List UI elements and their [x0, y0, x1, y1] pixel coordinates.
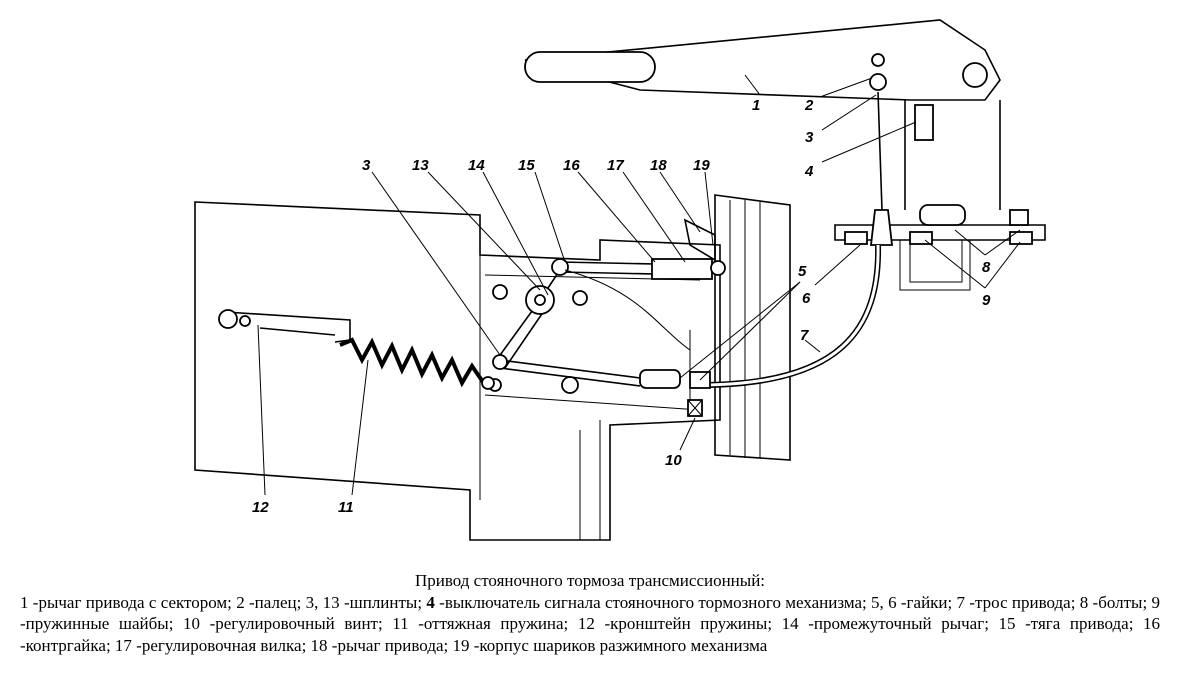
label-2: 2	[804, 97, 814, 114]
adjusting-fork	[651, 258, 713, 280]
parking-brake-diagram: 1 2 3 4 3 13 14 15 16 17 18 19 5 6 7 8 9…	[194, 19, 1046, 541]
label-10: 10	[665, 452, 682, 469]
label-3-left: 3	[362, 157, 371, 174]
caption-part-a: 1 -рычаг привода с сектором; 2 -палец; 3…	[20, 592, 427, 612]
brake-lever	[683, 218, 716, 262]
leader-lines	[257, 74, 1021, 496]
label-4: 4	[804, 163, 814, 180]
label-6: 6	[802, 290, 811, 307]
label-19: 19	[693, 157, 710, 174]
label-5: 5	[798, 263, 807, 280]
mounting-bracket	[834, 204, 1046, 291]
label-3: 3	[805, 129, 814, 146]
signal-switch	[914, 104, 934, 141]
label-8: 8	[982, 259, 991, 276]
label-14: 14	[468, 157, 485, 174]
figure-caption: Привод стояночного тормоза трансмиссионн…	[20, 570, 1160, 656]
transmission-housing	[194, 201, 721, 541]
caption-bold-4: 4	[426, 592, 435, 612]
hand-lever	[524, 19, 1001, 210]
caption-part-b: -выключатель сигнала стояночного тормозн…	[20, 592, 1160, 655]
cable-nut	[639, 369, 681, 389]
spring-bracket	[218, 309, 351, 343]
brake-drum	[714, 194, 791, 461]
label-16: 16	[563, 157, 580, 174]
return-spring	[339, 337, 487, 388]
caption-title: Привод стояночного тормоза трансмиссионн…	[414, 571, 766, 590]
caption-legend: 1 -рычаг привода с сектором; 2 -палец; 3…	[20, 592, 1160, 657]
label-12: 12	[252, 499, 269, 516]
label-18: 18	[650, 157, 667, 174]
label-13: 13	[412, 157, 429, 174]
cable-end	[869, 209, 894, 246]
drive-cable	[699, 244, 882, 388]
cable-rod	[877, 91, 883, 211]
label-9: 9	[982, 292, 991, 309]
label-15: 15	[518, 157, 535, 174]
label-11: 11	[338, 499, 354, 516]
lower-rod	[499, 359, 641, 379]
label-1: 1	[752, 97, 760, 114]
label-17: 17	[607, 157, 624, 174]
label-7: 7	[800, 327, 809, 344]
